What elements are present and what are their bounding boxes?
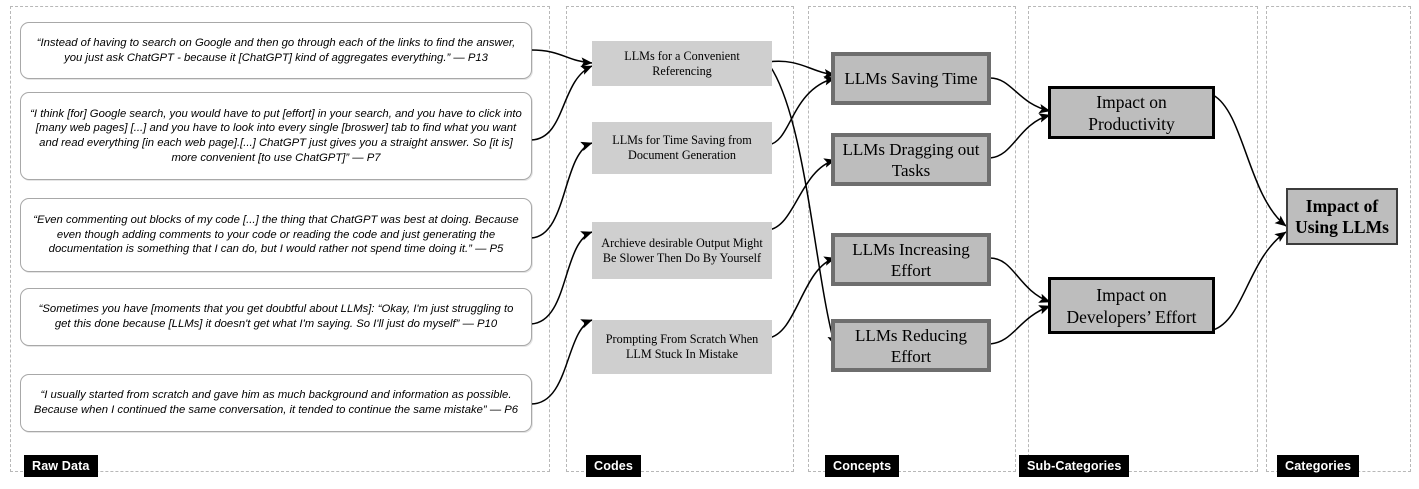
- code-box-prompting-from-scratch: Prompting From Scratch When LLM Stuck In…: [592, 320, 772, 374]
- lane-sub-categories: [1028, 6, 1258, 472]
- stage-tag-raw-data: Raw Data: [24, 455, 98, 477]
- concept-box-reducing-effort: LLMs Reducing Effort: [831, 319, 991, 372]
- concept-box-dragging-out-tasks: LLMs Dragging out Tasks: [831, 133, 991, 186]
- subcat-box-developers-effort: Impact on Developers’ Effort: [1048, 277, 1215, 334]
- quote-bubble-p13: “Instead of having to search on Google a…: [20, 22, 532, 79]
- code-box-convenient-referencing: LLMs for a Convenient Referencing: [592, 41, 772, 86]
- stage-tag-sub-categories: Sub-Categories: [1019, 455, 1130, 477]
- stage-tag-categories: Categories: [1277, 455, 1360, 477]
- stage-tag-concepts: Concepts: [825, 455, 900, 477]
- quote-bubble-p5: “Even commenting out blocks of my code […: [20, 198, 532, 272]
- category-box-impact-of-using-llms: Impact of Using LLMs: [1286, 188, 1398, 245]
- concept-box-saving-time: LLMs Saving Time: [831, 52, 991, 105]
- quote-bubble-p10: “Sometimes you have [moments that you ge…: [20, 288, 532, 346]
- quote-bubble-p6: “I usually started from scratch and gave…: [20, 374, 532, 432]
- code-box-time-saving-document-generation: LLMs for Time Saving from Document Gener…: [592, 122, 772, 174]
- stage-tag-codes: Codes: [586, 455, 641, 477]
- concept-box-increasing-effort: LLMs Increasing Effort: [831, 233, 991, 286]
- quote-bubble-p7: “I think [for] Google search, you would …: [20, 92, 532, 180]
- code-box-slower-than-by-yourself: Archieve desirable Output Might Be Slowe…: [592, 222, 772, 279]
- subcat-box-productivity: Impact on Productivity: [1048, 86, 1215, 139]
